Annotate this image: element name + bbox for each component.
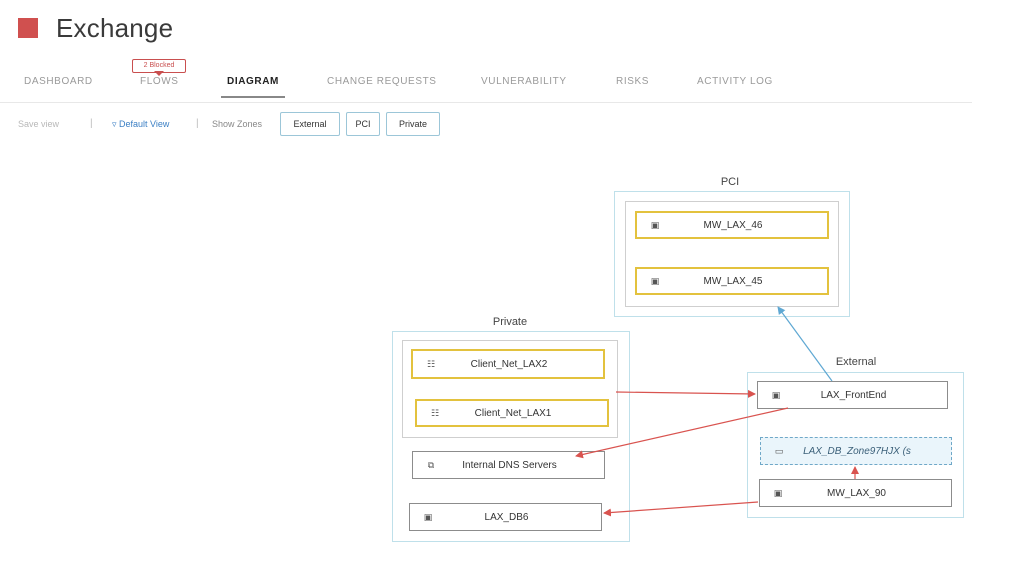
zone-toggle-external[interactable]: External bbox=[280, 112, 340, 136]
node-mw-lax-45[interactable]: ▣ MW_LAX_45 bbox=[635, 267, 829, 295]
zone-label-external: External bbox=[835, 356, 877, 368]
node-label: Internal DNS Servers bbox=[462, 459, 557, 471]
tab-flows[interactable]: FLOWS bbox=[140, 76, 179, 87]
badge-pointer-icon bbox=[154, 71, 164, 76]
toolbar-divider: | bbox=[196, 118, 199, 129]
page-title: Exchange bbox=[56, 12, 174, 43]
zone-pci-group bbox=[625, 201, 839, 307]
zone-private-group bbox=[402, 340, 618, 438]
node-lax-db-zone[interactable]: ▭ LAX_DB_Zone97HJX (s bbox=[760, 437, 952, 465]
server-icon: ▣ bbox=[773, 487, 783, 498]
save-view-link[interactable]: Save view bbox=[18, 119, 60, 129]
tab-change-requests[interactable]: CHANGE REQUESTS bbox=[327, 76, 437, 87]
node-mw-lax-90[interactable]: ▣ MW_LAX_90 bbox=[759, 479, 952, 507]
node-client-net-lax2[interactable]: ☷ Client_Net_LAX2 bbox=[411, 349, 605, 379]
server-icon: ▣ bbox=[423, 511, 433, 522]
node-label: LAX_DB_Zone97HJX (s bbox=[803, 445, 911, 457]
server-icon: ▣ bbox=[771, 389, 781, 400]
node-label: Client_Net_LAX1 bbox=[474, 407, 552, 419]
toolbar-divider: | bbox=[90, 118, 93, 129]
app-header: Exchange bbox=[18, 8, 173, 48]
node-label: MW_LAX_45 bbox=[703, 275, 763, 287]
tab-diagram[interactable]: DIAGRAM bbox=[221, 76, 285, 98]
zone-label-private: Private bbox=[492, 316, 528, 328]
node-lax-frontend[interactable]: ▣ LAX_FrontEnd bbox=[757, 381, 948, 409]
node-label: MW_LAX_46 bbox=[703, 219, 763, 231]
zone-toggle-private[interactable]: Private bbox=[386, 112, 440, 136]
show-zones-label: Show Zones bbox=[212, 119, 263, 129]
node-label: MW_LAX_90 bbox=[827, 487, 886, 499]
node-client-net-lax1[interactable]: ☷ Client_Net_LAX1 bbox=[415, 399, 609, 427]
filter-icon: ▿ bbox=[112, 119, 120, 129]
network-icon: ☷ bbox=[426, 358, 436, 369]
link-client-net-to-frontend bbox=[615, 389, 756, 398]
node-label: LAX_DB6 bbox=[484, 511, 529, 523]
zone-icon: ▭ bbox=[774, 445, 784, 456]
diagram-toolbar: Save view | ▿ Default View | Show Zones … bbox=[0, 110, 700, 138]
diagram-canvas[interactable]: PCI ▣ MW_LAX_46 ▣ MW_LAX_45 Private ☷ Cl… bbox=[0, 140, 1024, 577]
tab-risks[interactable]: RISKS bbox=[616, 76, 650, 87]
node-label: LAX_FrontEnd bbox=[820, 389, 887, 401]
zone-toggle-pci[interactable]: PCI bbox=[346, 112, 380, 136]
network-icon: ☷ bbox=[430, 407, 440, 418]
tab-bar: DASHBOARD FLOWS DIAGRAM CHANGE REQUESTS … bbox=[0, 60, 972, 103]
node-internal-dns-servers[interactable]: ⧉ Internal DNS Servers bbox=[412, 451, 605, 479]
node-mw-lax-46[interactable]: ▣ MW_LAX_46 bbox=[635, 211, 829, 239]
tab-activity-log[interactable]: ACTIVITY LOG bbox=[697, 76, 773, 87]
tab-dashboard[interactable]: DASHBOARD bbox=[24, 76, 93, 87]
zone-label-pci: PCI bbox=[720, 176, 740, 188]
link-frontend-to-pci bbox=[777, 306, 833, 382]
server-group-icon: ⧉ bbox=[427, 459, 435, 470]
node-lax-db6[interactable]: ▣ LAX_DB6 bbox=[409, 503, 602, 531]
tab-vulnerability[interactable]: VULNERABILITY bbox=[481, 76, 567, 87]
node-label: Client_Net_LAX2 bbox=[470, 358, 548, 370]
brand-logo-icon bbox=[18, 18, 38, 38]
default-view-label: Default View bbox=[119, 119, 170, 129]
zone-pci[interactable] bbox=[614, 191, 850, 317]
server-icon: ▣ bbox=[650, 219, 660, 230]
default-view-link[interactable]: ▿ Default View bbox=[112, 119, 169, 130]
server-icon: ▣ bbox=[650, 275, 660, 286]
